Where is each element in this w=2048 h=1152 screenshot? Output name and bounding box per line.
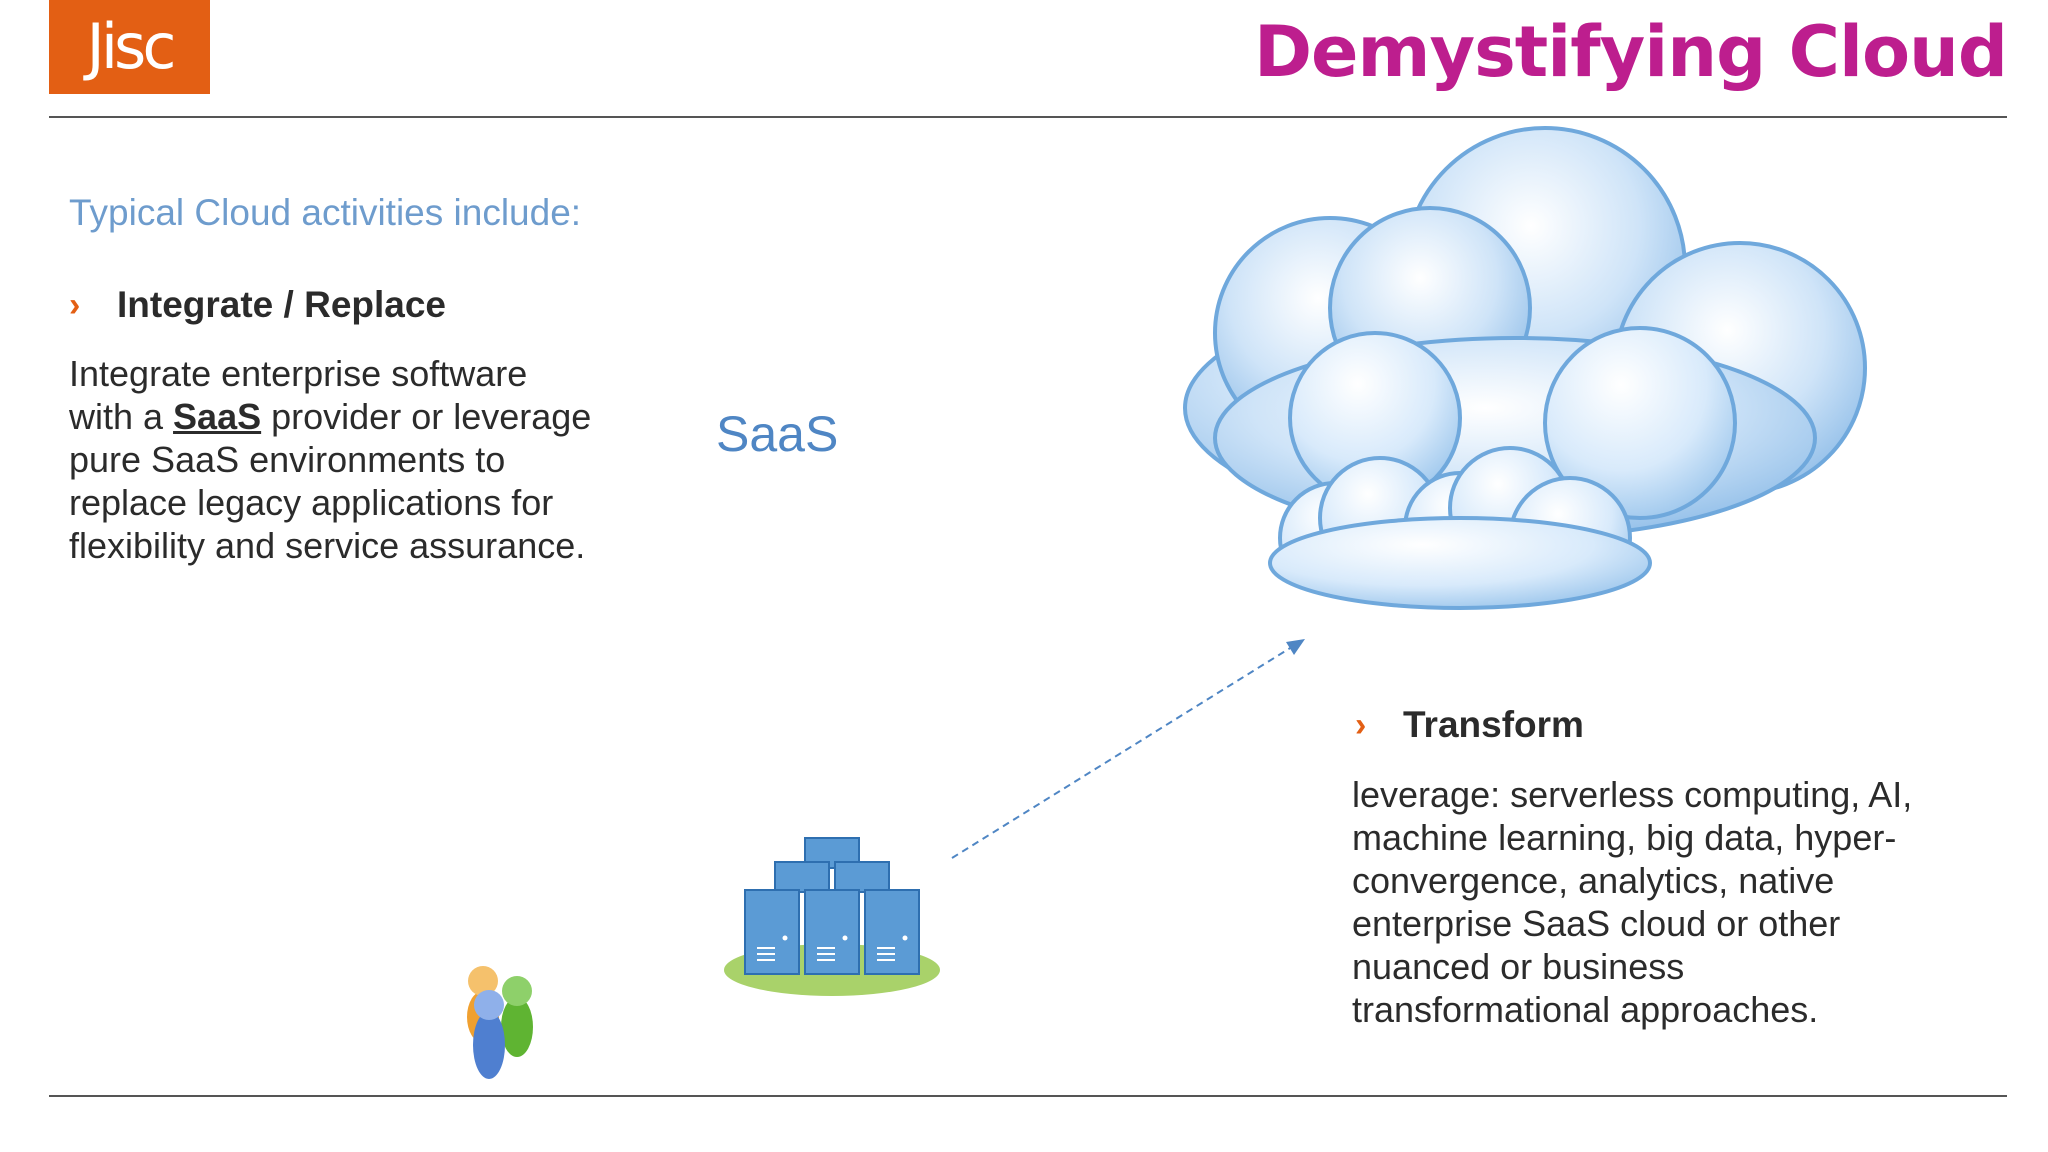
body-line: machine learning, big data, hyper- [1352, 817, 1897, 858]
body-line: nuanced or business [1352, 946, 1685, 987]
integrate-description: Integrate enterprise software with a Saa… [69, 352, 591, 567]
body-line: leverage: serverless computing, AI, [1352, 774, 1913, 815]
body-line-text: with a [69, 396, 174, 437]
body-line: transformational approaches. [1352, 989, 1819, 1030]
body-line: with a SaaS provider or leverage [69, 395, 591, 438]
bullet-transform: › Transform [1355, 704, 1584, 746]
body-line: pure SaaS environments to [69, 439, 506, 480]
cloud-icon [1183, 126, 1867, 610]
footer-divider [49, 1095, 2007, 1097]
body-line: Integrate enterprise software [69, 353, 528, 394]
transform-description: leverage: serverless computing, AI, mach… [1352, 773, 1992, 1031]
body-line: enterprise SaaS cloud or other [1352, 903, 1841, 944]
chevron-right-icon: › [69, 285, 81, 324]
bullet-title: Transform [1403, 704, 1584, 745]
bullet-integrate-replace: › Integrate / Replace [69, 284, 446, 326]
bullet-title: Integrate / Replace [117, 284, 447, 325]
header-divider [49, 116, 2007, 118]
logo-text: Jisc [86, 10, 177, 83]
jisc-logo: Jisc [49, 0, 210, 94]
body-line: replace legacy applications for [69, 482, 554, 523]
slide-title: Demystifying Cloud [1253, 11, 2008, 93]
intro-text: Typical Cloud activities include: [69, 192, 582, 233]
saas-link[interactable]: SaaS [173, 396, 262, 437]
body-line: convergence, analytics, native [1352, 860, 1835, 901]
body-line-text: provider or leverage [261, 396, 592, 437]
body-line: flexibility and service assurance. [69, 525, 586, 566]
server-cluster-icon [724, 837, 940, 996]
saas-label: SaaS [716, 406, 839, 462]
dashed-arrow-icon [951, 639, 1305, 859]
chevron-right-icon: › [1355, 705, 1367, 744]
users-icon [467, 966, 533, 1079]
